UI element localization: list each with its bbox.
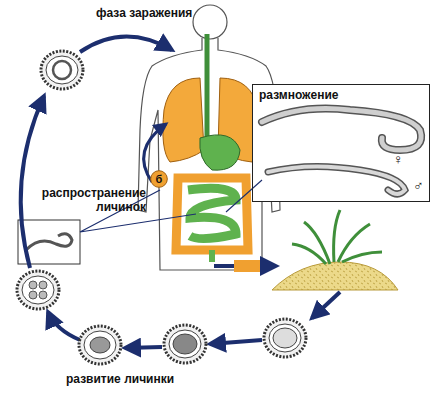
callout-number: б bbox=[150, 170, 168, 188]
feces bbox=[234, 260, 260, 272]
circle-shape bbox=[151, 171, 168, 188]
soil-grass bbox=[272, 210, 398, 290]
female-sign: ♀ bbox=[393, 151, 404, 168]
stage-label: распространение личинок bbox=[28, 186, 146, 214]
digestive-tract bbox=[176, 34, 248, 262]
larva bbox=[26, 234, 72, 250]
worms bbox=[262, 109, 421, 195]
box-ground bbox=[252, 84, 430, 202]
leader-line bbox=[226, 180, 262, 212]
stage-label: развитие личинки bbox=[66, 372, 206, 386]
stage-box: размножение ♀ ♂ bbox=[252, 84, 430, 202]
callout-circle: б bbox=[150, 170, 168, 188]
male-sign: ♂ bbox=[413, 177, 424, 194]
box-heading: размножение bbox=[259, 88, 338, 103]
stage-label: фаза заражения bbox=[96, 6, 226, 20]
